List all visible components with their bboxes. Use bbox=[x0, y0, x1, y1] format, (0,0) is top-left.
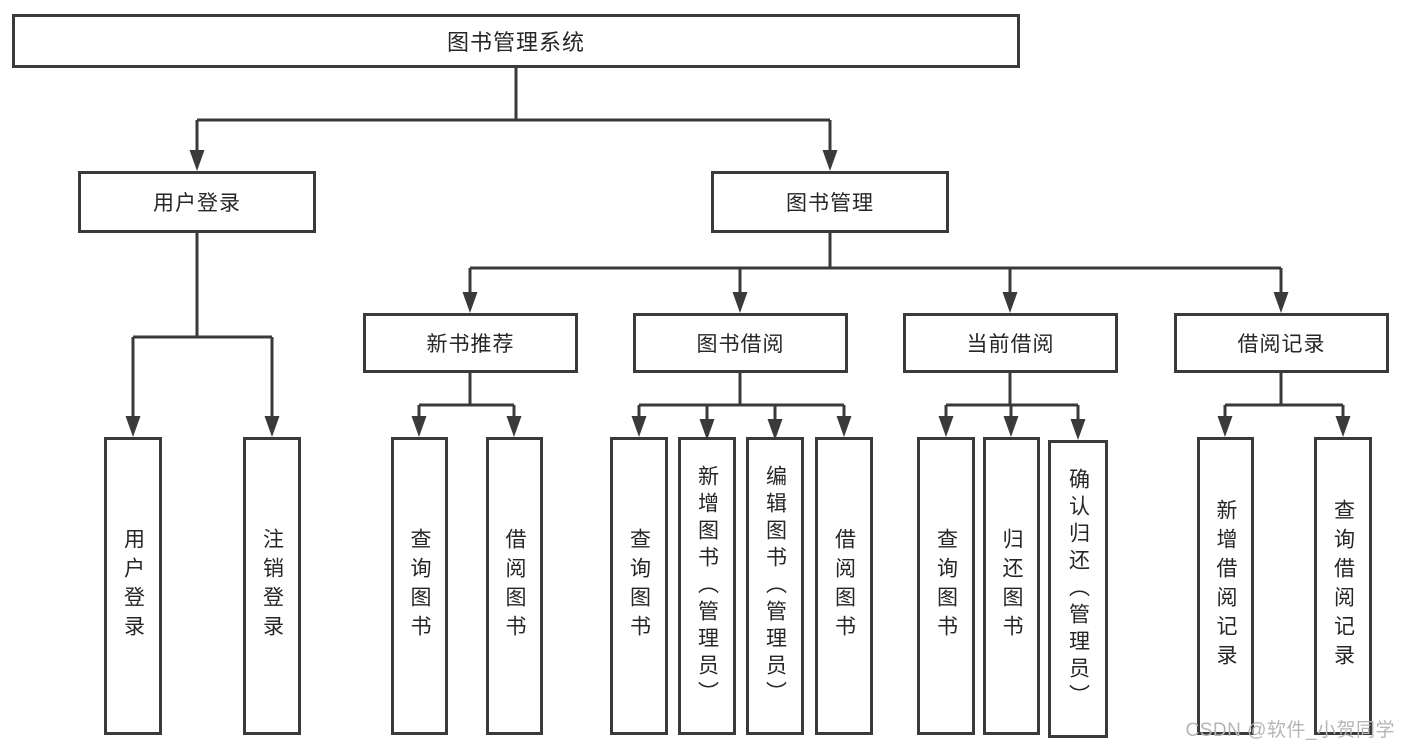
arrow-down-icon bbox=[1217, 416, 1233, 437]
node-borrowing-records-label: 借阅记录 bbox=[1237, 333, 1326, 356]
leaf-query-books-current: 查询图书 bbox=[917, 437, 975, 735]
leaf-label: 借阅图书 bbox=[832, 528, 856, 644]
arrow-down-icon bbox=[1273, 292, 1289, 313]
node-new-book-recommend-label: 新书推荐 bbox=[426, 333, 515, 356]
csdn-watermark: CSDN @软件_小贺同学 bbox=[1185, 720, 1395, 741]
leaf-label: 确认归还（管理员） bbox=[1066, 467, 1090, 711]
leaf-add-books-admin: 新增图书（管理员） bbox=[678, 437, 736, 735]
arrow-down-icon bbox=[1002, 292, 1018, 313]
node-root-label: 图书管理系统 bbox=[446, 30, 585, 55]
leaf-label: 注销登录 bbox=[260, 528, 284, 644]
leaf-add-borrow-record: 新增借阅记录 bbox=[1197, 437, 1254, 735]
arrow-down-icon bbox=[462, 292, 478, 313]
leaf-confirm-return-admin: 确认归还（管理员） bbox=[1048, 440, 1108, 738]
arrow-down-icon bbox=[125, 416, 141, 437]
arrow-down-icon bbox=[264, 416, 280, 437]
arrow-down-icon bbox=[411, 416, 427, 437]
leaf-query-borrow-record: 查询借阅记录 bbox=[1314, 437, 1372, 735]
leaf-query-books-borrowing: 查询图书 bbox=[610, 437, 668, 735]
arrow-down-icon bbox=[836, 416, 852, 437]
node-new-book-recommend: 新书推荐 bbox=[363, 313, 578, 373]
leaf-edit-books-admin: 编辑图书（管理员） bbox=[746, 437, 804, 735]
node-user-login-label: 用户登录 bbox=[153, 192, 241, 215]
leaf-label: 查询图书 bbox=[627, 528, 651, 644]
node-book-management: 图书管理 bbox=[711, 171, 949, 233]
node-current-borrowing-label: 当前借阅 bbox=[966, 333, 1055, 356]
leaf-label: 用户登录 bbox=[121, 528, 145, 644]
arrow-down-icon bbox=[506, 416, 522, 437]
leaf-label: 归还图书 bbox=[1000, 528, 1023, 644]
node-book-management-label: 图书管理 bbox=[786, 192, 874, 215]
node-borrowing-records: 借阅记录 bbox=[1174, 313, 1389, 373]
leaf-return-books: 归还图书 bbox=[983, 437, 1040, 735]
arrow-down-icon bbox=[631, 416, 647, 437]
leaf-label: 新增借阅记录 bbox=[1214, 499, 1237, 673]
leaf-query-books-recommend: 查询图书 bbox=[391, 437, 448, 735]
leaf-label: 编辑图书（管理员） bbox=[763, 464, 787, 708]
arrow-down-icon bbox=[732, 292, 748, 313]
leaf-logout: 注销登录 bbox=[243, 437, 301, 735]
leaf-borrow-books-recommend: 借阅图书 bbox=[486, 437, 543, 735]
leaf-label: 查询图书 bbox=[934, 528, 958, 644]
arrow-down-icon bbox=[189, 150, 205, 171]
leaf-label: 查询借阅记录 bbox=[1331, 499, 1355, 673]
leaf-label: 查询图书 bbox=[408, 528, 431, 644]
arrow-down-icon bbox=[1335, 416, 1351, 437]
node-root: 图书管理系统 bbox=[12, 14, 1020, 68]
arrow-down-icon bbox=[938, 416, 954, 437]
leaf-label: 借阅图书 bbox=[503, 528, 526, 644]
arrow-down-icon bbox=[1070, 419, 1086, 440]
leaf-label: 新增图书（管理员） bbox=[695, 464, 719, 708]
node-current-borrowing: 当前借阅 bbox=[903, 313, 1118, 373]
leaf-borrow-books: 借阅图书 bbox=[815, 437, 873, 735]
node-book-borrowing: 图书借阅 bbox=[633, 313, 848, 373]
node-user-login: 用户登录 bbox=[78, 171, 316, 233]
leaf-user-login: 用户登录 bbox=[104, 437, 162, 735]
arrow-down-icon bbox=[1003, 416, 1019, 437]
node-book-borrowing-label: 图书借阅 bbox=[696, 333, 785, 356]
arrow-down-icon bbox=[822, 150, 838, 171]
